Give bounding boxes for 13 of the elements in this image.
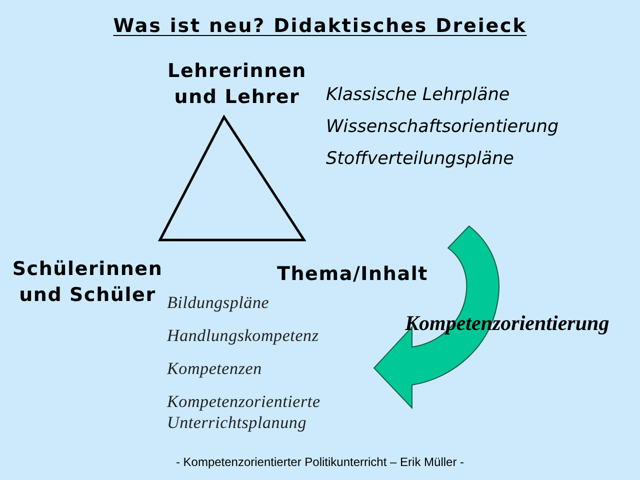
list-item: Wissenschaftsorientierung bbox=[326, 116, 559, 138]
triangle-shape bbox=[158, 115, 306, 242]
list-item: Stoffverteilungspläne bbox=[326, 148, 514, 170]
corner-label: Lehrerinnen und Lehrer bbox=[166, 59, 308, 110]
list-item: Klassische Lehrpläne bbox=[326, 84, 510, 106]
list-item: Kompetenzorientierte Unterrichtsplanung bbox=[167, 391, 322, 433]
corner-label: Thema/Inhalt bbox=[276, 262, 430, 287]
slide-title: Was ist neu? Didaktisches Dreieck bbox=[113, 15, 527, 37]
list-item: Kompetenzen bbox=[167, 358, 263, 379]
footer-caption: - Kompetenzorientierter Politikunterricht – Erik Müller - bbox=[176, 455, 464, 469]
list-item: Bildungspläne bbox=[167, 292, 270, 313]
list-item: Handlungskompetenz bbox=[167, 325, 320, 346]
corner-label: Schülerinnen und Schüler bbox=[11, 257, 164, 308]
